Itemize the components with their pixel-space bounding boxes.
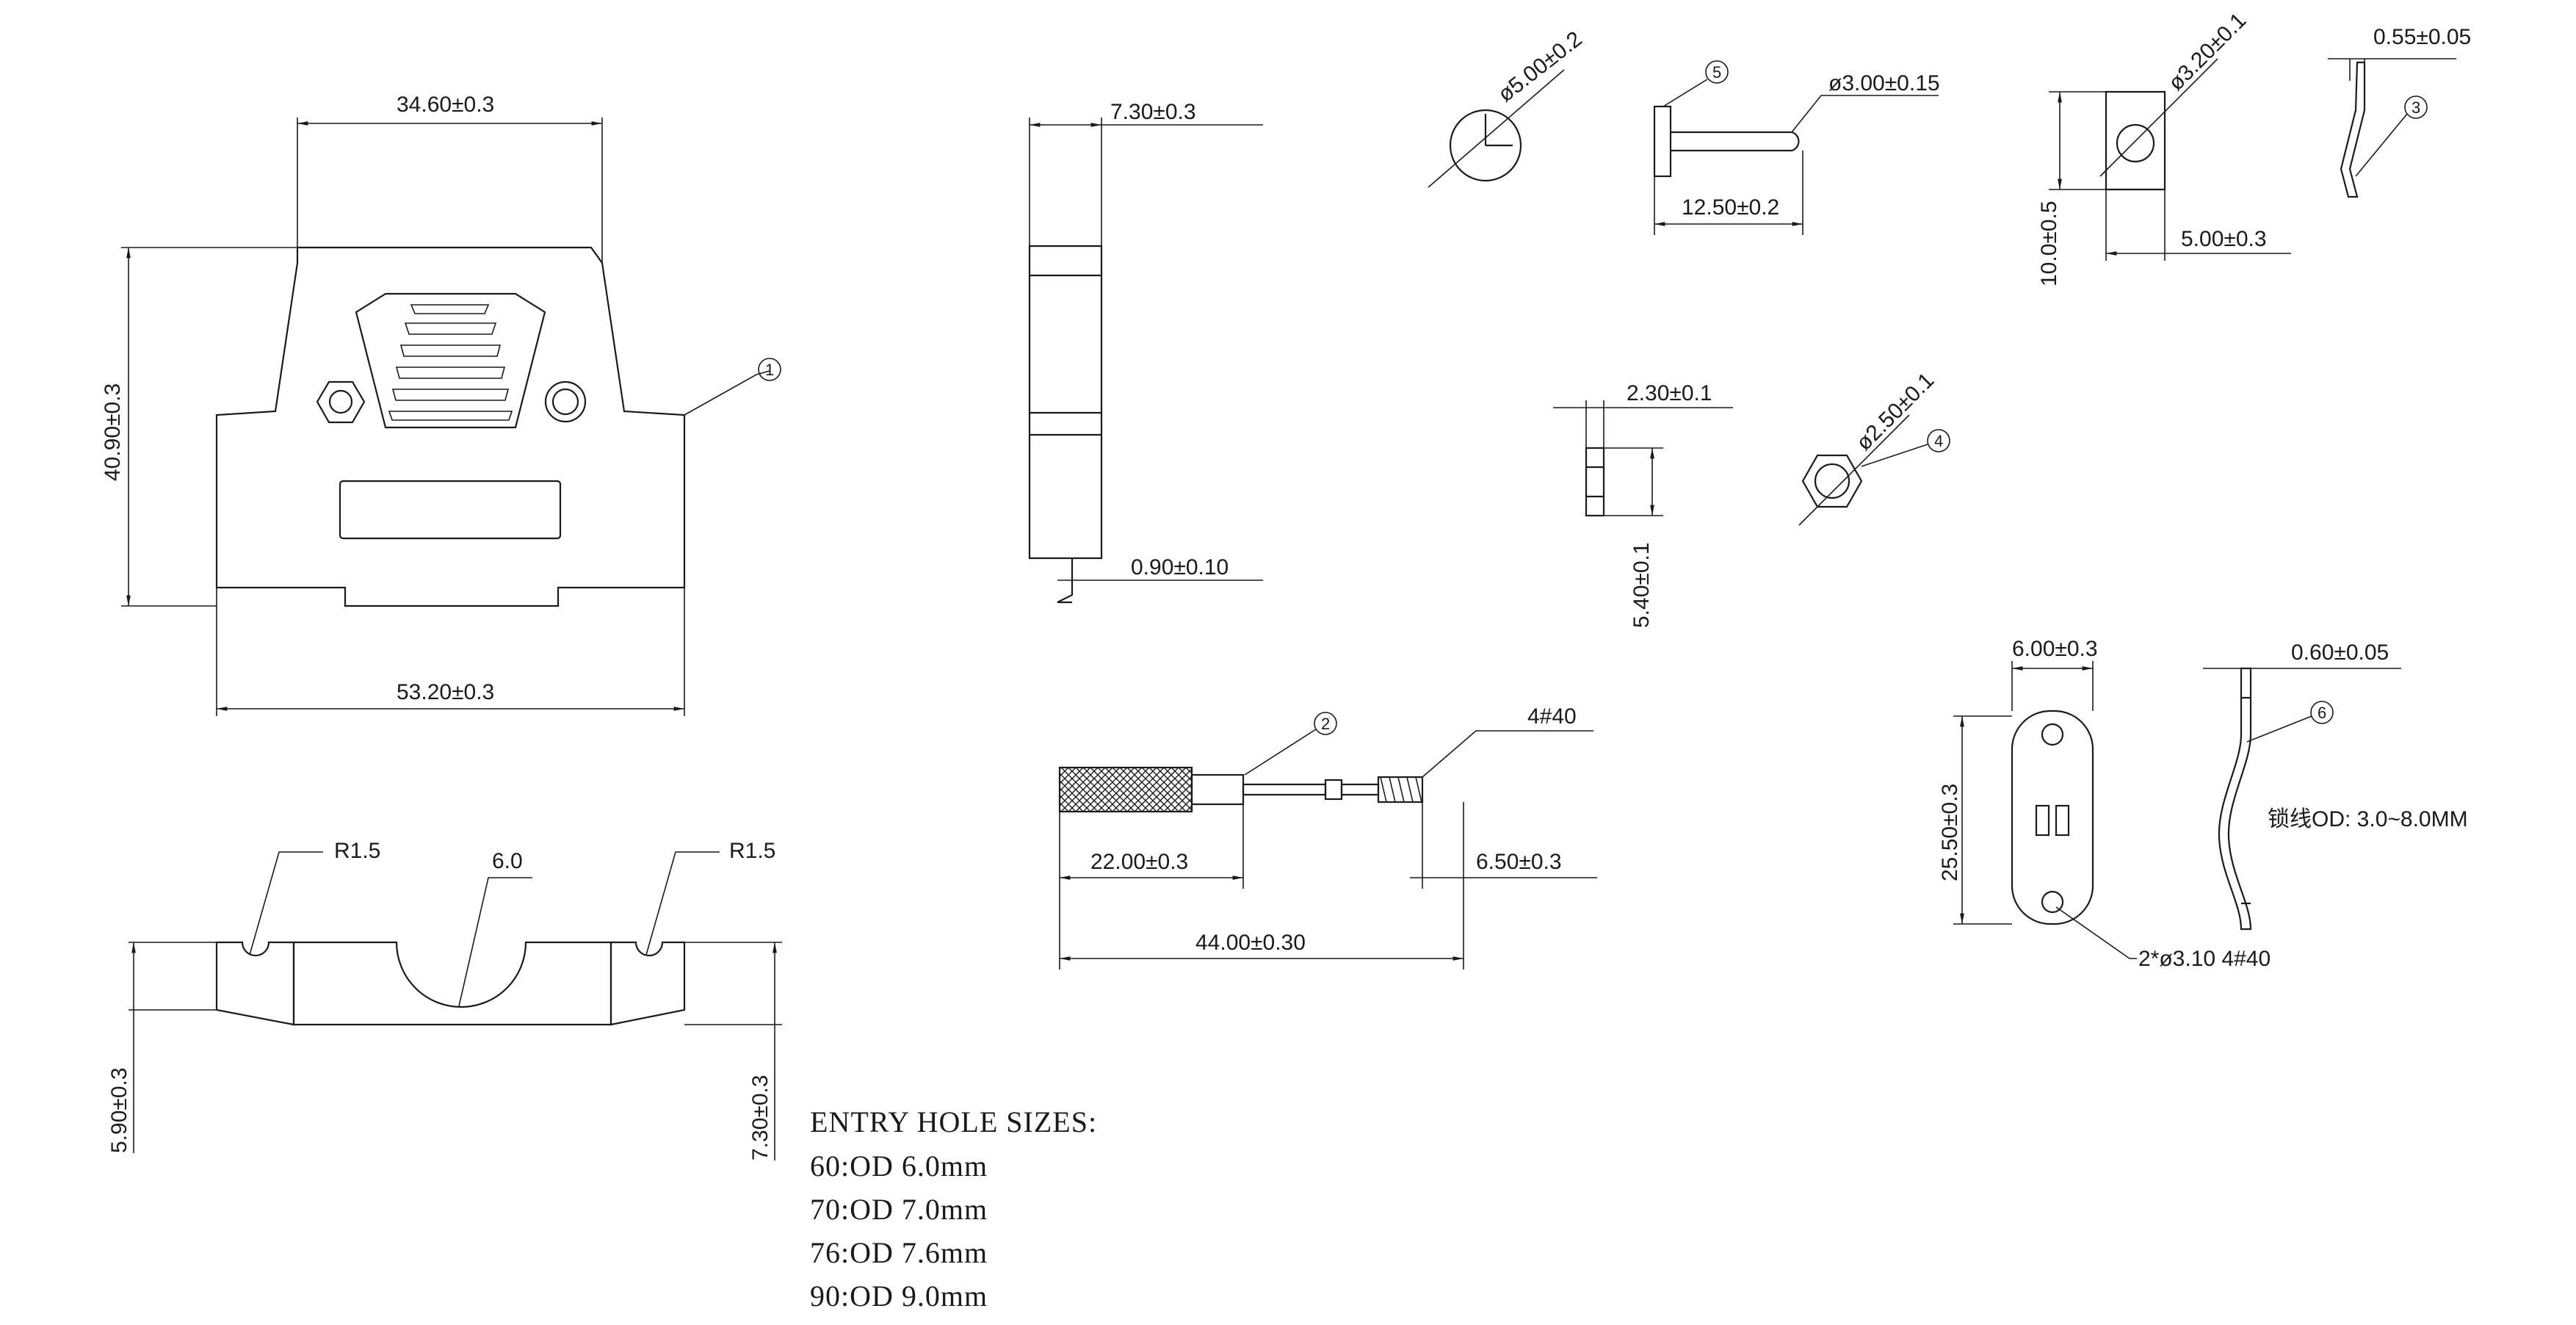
dim-block-height: 10.0±0.5: [2037, 201, 2061, 286]
dim-screw-thread: 4#40: [1527, 704, 1577, 729]
dim-screw-total: 44.00±0.30: [1195, 931, 1306, 955]
entry-hole-row: 70:OD 7.0mm: [810, 1193, 988, 1226]
dim-radius-left: R1.5: [334, 839, 380, 863]
shell-bottom-view: 5.90±0.3 7.30±0.3 R1.5 R1.5 6.0: [107, 839, 782, 1160]
nut-side-view: 2.30±0.1 5.40±0.1: [1553, 381, 1733, 628]
dim-pin-dia: ø3.00±0.15: [1828, 71, 1940, 95]
nut-part-4: ø2.50±0.1 4: [1798, 368, 1950, 526]
dim-clamp-width: 6.00±0.3: [2012, 637, 2098, 661]
pin-part-5: 12.50±0.2 ø3.00±0.15 5: [1653, 60, 1940, 235]
circle-detail: ø5.00±0.2: [1428, 26, 1587, 188]
entry-hole-row: 76:OD 7.6mm: [810, 1236, 988, 1269]
dim-screw-thread-len: 6.50±0.3: [1476, 850, 1562, 874]
dim-block-hole: ø3.20±0.1: [2164, 8, 2251, 95]
entry-hole-row: 90:OD 9.0mm: [810, 1279, 988, 1313]
dim-block-width: 5.00±0.3: [2181, 227, 2267, 251]
dim-clamp-thickness: 0.60±0.05: [2291, 640, 2389, 665]
dim-radius-right: R1.5: [729, 839, 775, 863]
dim-clip-thickness: 0.55±0.05: [2373, 25, 2471, 49]
dim-nut-hole: ø2.50±0.1: [1852, 368, 1939, 455]
dim-bottom-left-height: 5.90±0.3: [107, 1067, 131, 1153]
dim-shell-bottom-width: 53.20±0.3: [397, 680, 494, 704]
screw-part-2: 22.00±0.3 44.00±0.30 6.50±0.3 4#40 2: [1058, 704, 1597, 970]
entry-hole-row: 60:OD 6.0mm: [810, 1149, 988, 1183]
dim-nut-height: 5.40±0.1: [1629, 542, 1654, 628]
shell-front-view: 34.60±0.3 40.90±0.3 53.20±0.3 1: [101, 93, 781, 716]
dim-bottom-right-height: 7.30±0.3: [748, 1075, 773, 1160]
dim-side-tab: 0.90±0.10: [1131, 555, 1229, 580]
block-detail: ø3.20±0.1 10.0±0.5 5.00±0.3: [2037, 8, 2291, 286]
callout-5: 5: [1712, 63, 1721, 82]
dim-shell-top-width: 34.60±0.3: [397, 93, 494, 117]
dim-pin-length: 12.50±0.2: [1682, 195, 1779, 220]
callout-2: 2: [1321, 715, 1330, 733]
dim-clamp-od: 锁线OD: 3.0~8.0MM: [2268, 807, 2468, 831]
dim-clamp-length: 25.50±0.3: [1938, 784, 1962, 881]
entry-hole-title: ENTRY HOLE SIZES:: [810, 1105, 1097, 1138]
dim-screw-knurl: 22.00±0.3: [1090, 850, 1188, 874]
clip-part-3: 0.55±0.05 3: [2328, 25, 2471, 198]
dim-side-width: 7.30±0.3: [1110, 100, 1196, 124]
dim-nut-thickness: 2.30±0.1: [1627, 381, 1712, 405]
dim-shell-height: 40.90±0.3: [101, 383, 125, 481]
callout-6: 6: [2318, 704, 2326, 722]
entry-hole-notes: ENTRY HOLE SIZES: 60:OD 6.0mm 70:OD 7.0m…: [810, 1105, 1097, 1313]
dim-center-dia: 6.0: [492, 849, 523, 873]
dim-clamp-holes: 2*ø3.10 4#40: [2138, 947, 2271, 971]
callout-1: 1: [765, 361, 774, 379]
shell-side-view: 7.30±0.3 0.90±0.10: [1028, 100, 1263, 604]
dim-circle-dia: ø5.00±0.2: [1494, 26, 1587, 106]
clamp-plate-front: 6.00±0.3 25.50±0.3 2*ø3.10 4#40: [1938, 637, 2271, 971]
clamp-plate-side: 0.60±0.05 6 锁线OD: 3.0~8.0MM: [2203, 640, 2468, 931]
callout-3: 3: [2412, 98, 2420, 117]
callout-4: 4: [1934, 432, 1943, 450]
